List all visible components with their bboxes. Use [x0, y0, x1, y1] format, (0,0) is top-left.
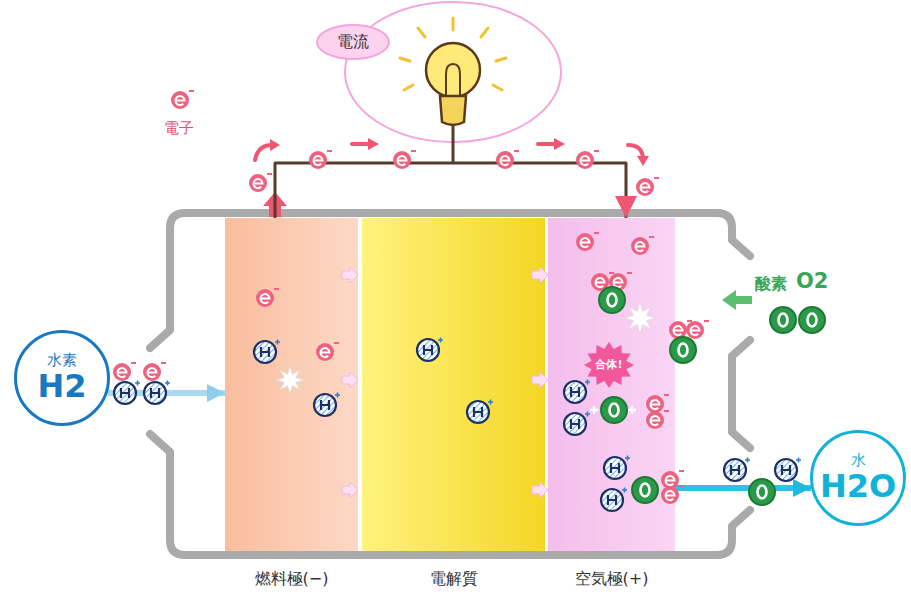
hydrogen-ion-icon [314, 393, 340, 417]
annotation-label: O2 [796, 270, 828, 293]
electron-icon [631, 237, 654, 255]
flow-chevron [342, 372, 358, 388]
oxygen-icon [799, 307, 825, 333]
arrow-head [554, 138, 565, 150]
annotation-label: 酸素 [755, 275, 787, 293]
node-text: H2O [820, 469, 896, 504]
flow-chevron [532, 482, 548, 498]
band-label: 燃料極(−) [255, 570, 329, 588]
anode-band [225, 218, 358, 552]
hydrogen-ion-icon [114, 381, 140, 405]
electrolyte-band [362, 218, 545, 552]
electron-icon [171, 91, 194, 109]
arrow-head [270, 139, 280, 151]
light-bulb [263, 2, 561, 217]
connector-arrow [275, 163, 626, 218]
electrode-band: 空気極(+)合体! [548, 218, 675, 552]
cathode-band [548, 218, 675, 552]
arrow-head [368, 138, 379, 150]
flow-chevron [532, 267, 548, 283]
node-text: 水 [851, 452, 866, 469]
plus-symbol [628, 406, 636, 414]
plus-symbol [590, 406, 598, 414]
electron-icon [249, 174, 272, 192]
hydrogen-ion-icon [417, 338, 443, 362]
connector-arrow [675, 485, 811, 491]
electron-icon [316, 343, 339, 361]
electrode-band: 電解質 [362, 218, 545, 552]
node-text: 水素 [47, 352, 77, 369]
electron-icon [393, 151, 416, 169]
hydrogen-ion-icon [467, 400, 493, 424]
node-text: 電流 [337, 33, 369, 51]
node-text: 合体! [595, 359, 622, 371]
electron-icon [496, 151, 519, 169]
arrow-head [637, 156, 649, 166]
electron-icon [576, 151, 599, 169]
hydrogen-ion-icon [564, 380, 590, 404]
electron-icon [661, 471, 684, 489]
hydrogen-ion-icon [775, 458, 801, 482]
hydrogen-ion-icon [724, 458, 750, 482]
cell-housing [150, 213, 750, 555]
electron-icon [636, 178, 659, 196]
oxygen-icon [749, 479, 775, 505]
node-text: H2 [37, 369, 86, 404]
electron-icon [646, 411, 669, 429]
oxygen-inlet-arrow [722, 290, 752, 310]
circle-node: 水H2O [810, 430, 906, 526]
electron-icon [686, 321, 709, 339]
flow-chevron [342, 267, 358, 283]
oxygen-icon [770, 307, 796, 333]
electron-icon [113, 363, 136, 381]
electron-icon [256, 289, 279, 307]
collision-burst [276, 366, 304, 394]
oxygen-icon [601, 397, 627, 423]
circle-node: 水素H2 [14, 330, 110, 426]
pill-node: 電流 [316, 24, 390, 60]
motion-arrow [538, 142, 556, 146]
star-node: 合体! [584, 342, 634, 388]
electron-icon [646, 395, 669, 413]
electron-icon [576, 233, 599, 251]
band-label: 空気極(+) [575, 570, 649, 588]
hydrogen-ion-icon [564, 412, 590, 436]
oxygen-icon [670, 337, 696, 363]
hydrogen-ion-icon [601, 488, 627, 512]
oxygen-icon [632, 477, 658, 503]
flow-chevron [532, 372, 548, 388]
electron-icon [143, 363, 166, 381]
electron-icon [661, 486, 684, 504]
electrode-band: 燃料極(−) [225, 218, 358, 552]
motion-arrow [352, 142, 370, 146]
oxygen-icon [599, 287, 625, 313]
hydrogen-ion-icon [144, 381, 170, 405]
electron-icon [309, 151, 332, 169]
annotation-label: 電子 [164, 120, 194, 137]
flow-chevron [342, 482, 358, 498]
band-label: 電解質 [430, 570, 478, 588]
hydrogen-ion-icon [604, 456, 630, 480]
hydrogen-ion-icon [254, 340, 280, 364]
motion-arrow [255, 145, 272, 160]
collision-burst [624, 302, 656, 334]
